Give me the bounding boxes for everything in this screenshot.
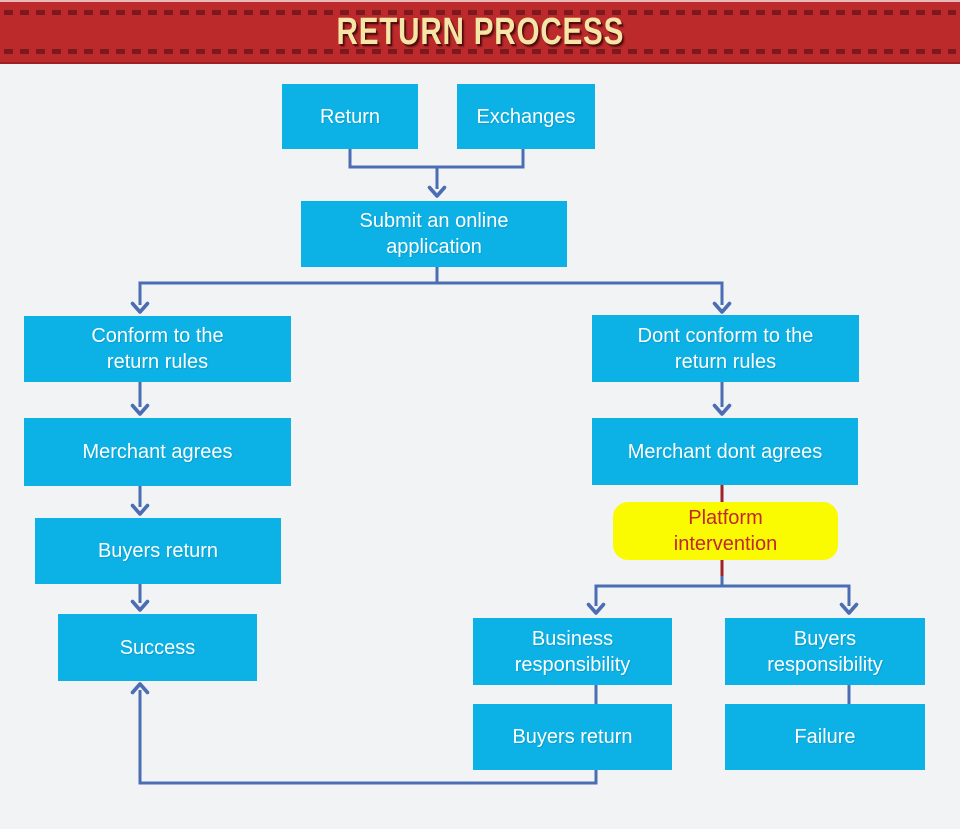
node-return-label: Return: [319, 105, 381, 128]
node-success: Success: [58, 614, 257, 681]
page-title: RETURN PROCESS: [336, 10, 624, 53]
node-submit-application: Submit an online application: [301, 201, 567, 267]
node-dont-conform-rules: Dont conform to the return rules: [592, 315, 859, 382]
node-exchanges: Exchanges: [457, 84, 595, 149]
node-business-responsibility: Business responsibility: [473, 618, 672, 685]
node-buyers-return-right-label: Buyers return: [512, 726, 633, 748]
node-buyers-return-left: Buyers return: [35, 518, 281, 584]
banner-dashed-line-top: [4, 10, 956, 15]
node-business-responsibility-label: Business responsibility: [514, 627, 631, 676]
arrow-buyers-return-to-success-feedback: [130, 682, 598, 785]
node-merchant-dont-agrees-label: Merchant dont agrees: [627, 440, 823, 463]
node-buyers-responsibility-label: Buyers responsibility: [767, 627, 883, 676]
arrow-return-exchanges-to-submit: [348, 148, 525, 198]
node-buyers-responsibility: Buyers responsibility: [725, 618, 925, 685]
node-conform-rules: Conform to the return rules: [24, 316, 291, 382]
node-return: Return: [282, 84, 418, 149]
node-buyers-return-right: Buyers return: [473, 704, 672, 770]
node-conform-rules-label: Conform to the return rules: [91, 325, 224, 373]
arrow-dontconform-to-merchant-dont: [712, 382, 732, 416]
arrow-conform-to-merchant-agrees: [130, 382, 150, 416]
node-success-label: Success: [119, 636, 196, 659]
node-platform-intervention: Platform intervention: [613, 502, 838, 560]
node-buyers-return-left-label: Buyers return: [97, 540, 219, 562]
arrow-submit-branch: [130, 266, 732, 314]
node-merchant-agrees-label: Merchant agrees: [82, 441, 233, 463]
node-platform-intervention-label: Platform intervention: [673, 507, 778, 555]
node-dont-conform-rules-label: Dont conform to the return rules: [637, 324, 814, 373]
node-failure-label: Failure: [794, 726, 856, 748]
arrow-merchant-agrees-to-buyers-return: [130, 486, 150, 516]
node-exchanges-label: Exchanges: [476, 105, 576, 128]
node-merchant-dont-agrees: Merchant dont agrees: [592, 418, 858, 485]
node-merchant-agrees: Merchant agrees: [24, 418, 291, 486]
header-banner: RETURN PROCESS: [0, 0, 960, 64]
banner-dashed-line-bottom: [4, 49, 956, 54]
node-submit-application-label: Submit an online application: [359, 210, 509, 258]
arrow-buyers-return-to-success: [130, 584, 150, 612]
arrow-platform-branch: [586, 584, 859, 615]
node-failure: Failure: [725, 704, 925, 770]
